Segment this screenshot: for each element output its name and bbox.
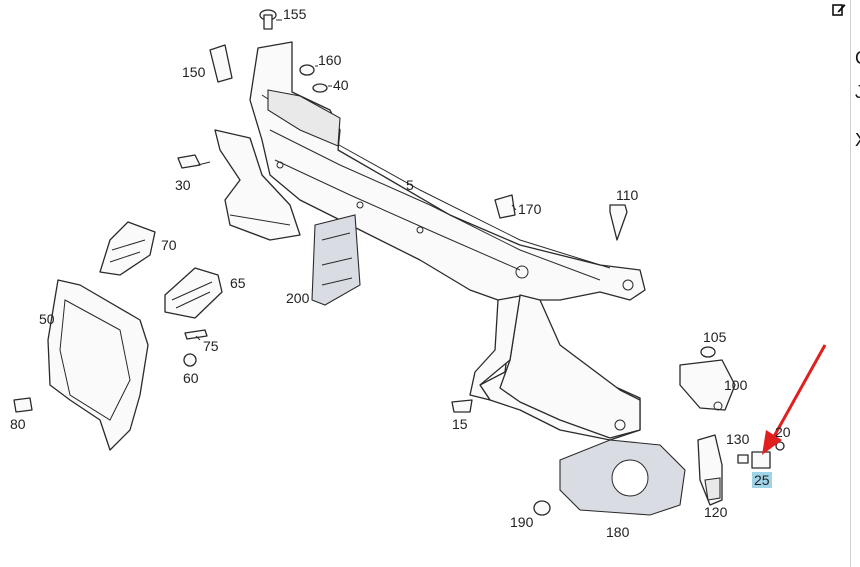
callout-120[interactable]: 120 (704, 504, 728, 520)
panel-glyph-3: X (855, 130, 860, 151)
edit-icon[interactable] (832, 2, 846, 16)
callout-110[interactable]: 110 (616, 187, 639, 203)
callout-180[interactable]: 180 (606, 524, 630, 540)
callout-50[interactable]: 50 (39, 311, 55, 327)
callout-170[interactable]: 170 (518, 201, 542, 217)
callout-60[interactable]: 60 (183, 370, 199, 386)
callout-30[interactable]: 30 (175, 177, 191, 193)
bracket-200 (311, 214, 361, 306)
callout-155[interactable]: 155 (283, 6, 307, 22)
callout-80[interactable]: 80 (10, 416, 26, 432)
callout-200[interactable]: 200 (286, 290, 310, 306)
leader-lines (195, 19, 517, 341)
callout-160[interactable]: 160 (318, 52, 342, 68)
bracket-70 (99, 221, 156, 276)
callout-70[interactable]: 70 (161, 237, 177, 253)
front-carrier-frame (214, 41, 646, 441)
callout-190[interactable]: 190 (510, 514, 534, 530)
fasteners (13, 9, 716, 516)
callout-105[interactable]: 105 (703, 329, 727, 345)
callout-65[interactable]: 65 (230, 275, 246, 291)
callout-5[interactable]: 5 (406, 177, 414, 193)
callout-130[interactable]: 130 (726, 431, 750, 447)
callout-75[interactable]: 75 (203, 338, 219, 354)
callout-15[interactable]: 15 (452, 416, 468, 432)
panel-50 (47, 279, 149, 451)
callout-150[interactable]: 150 (182, 64, 206, 80)
panel-glyph-1: G (855, 48, 860, 69)
bolt-20 (775, 441, 785, 451)
side-panel-edge: G J X (850, 0, 860, 567)
callout-25[interactable]: 25 (752, 472, 772, 488)
highlight-arrow (762, 344, 827, 455)
callout-20[interactable]: 20 (775, 424, 791, 440)
callout-100[interactable]: 100 (724, 377, 748, 393)
clip-130 (737, 454, 749, 464)
sensor-25 (751, 451, 771, 469)
callout-40[interactable]: 40 (333, 77, 349, 93)
panel-glyph-2: J (855, 82, 860, 102)
plate-100 (679, 359, 736, 411)
plate-180 (559, 439, 686, 516)
bracket-65 (164, 267, 223, 319)
sensor-120 (697, 434, 723, 506)
